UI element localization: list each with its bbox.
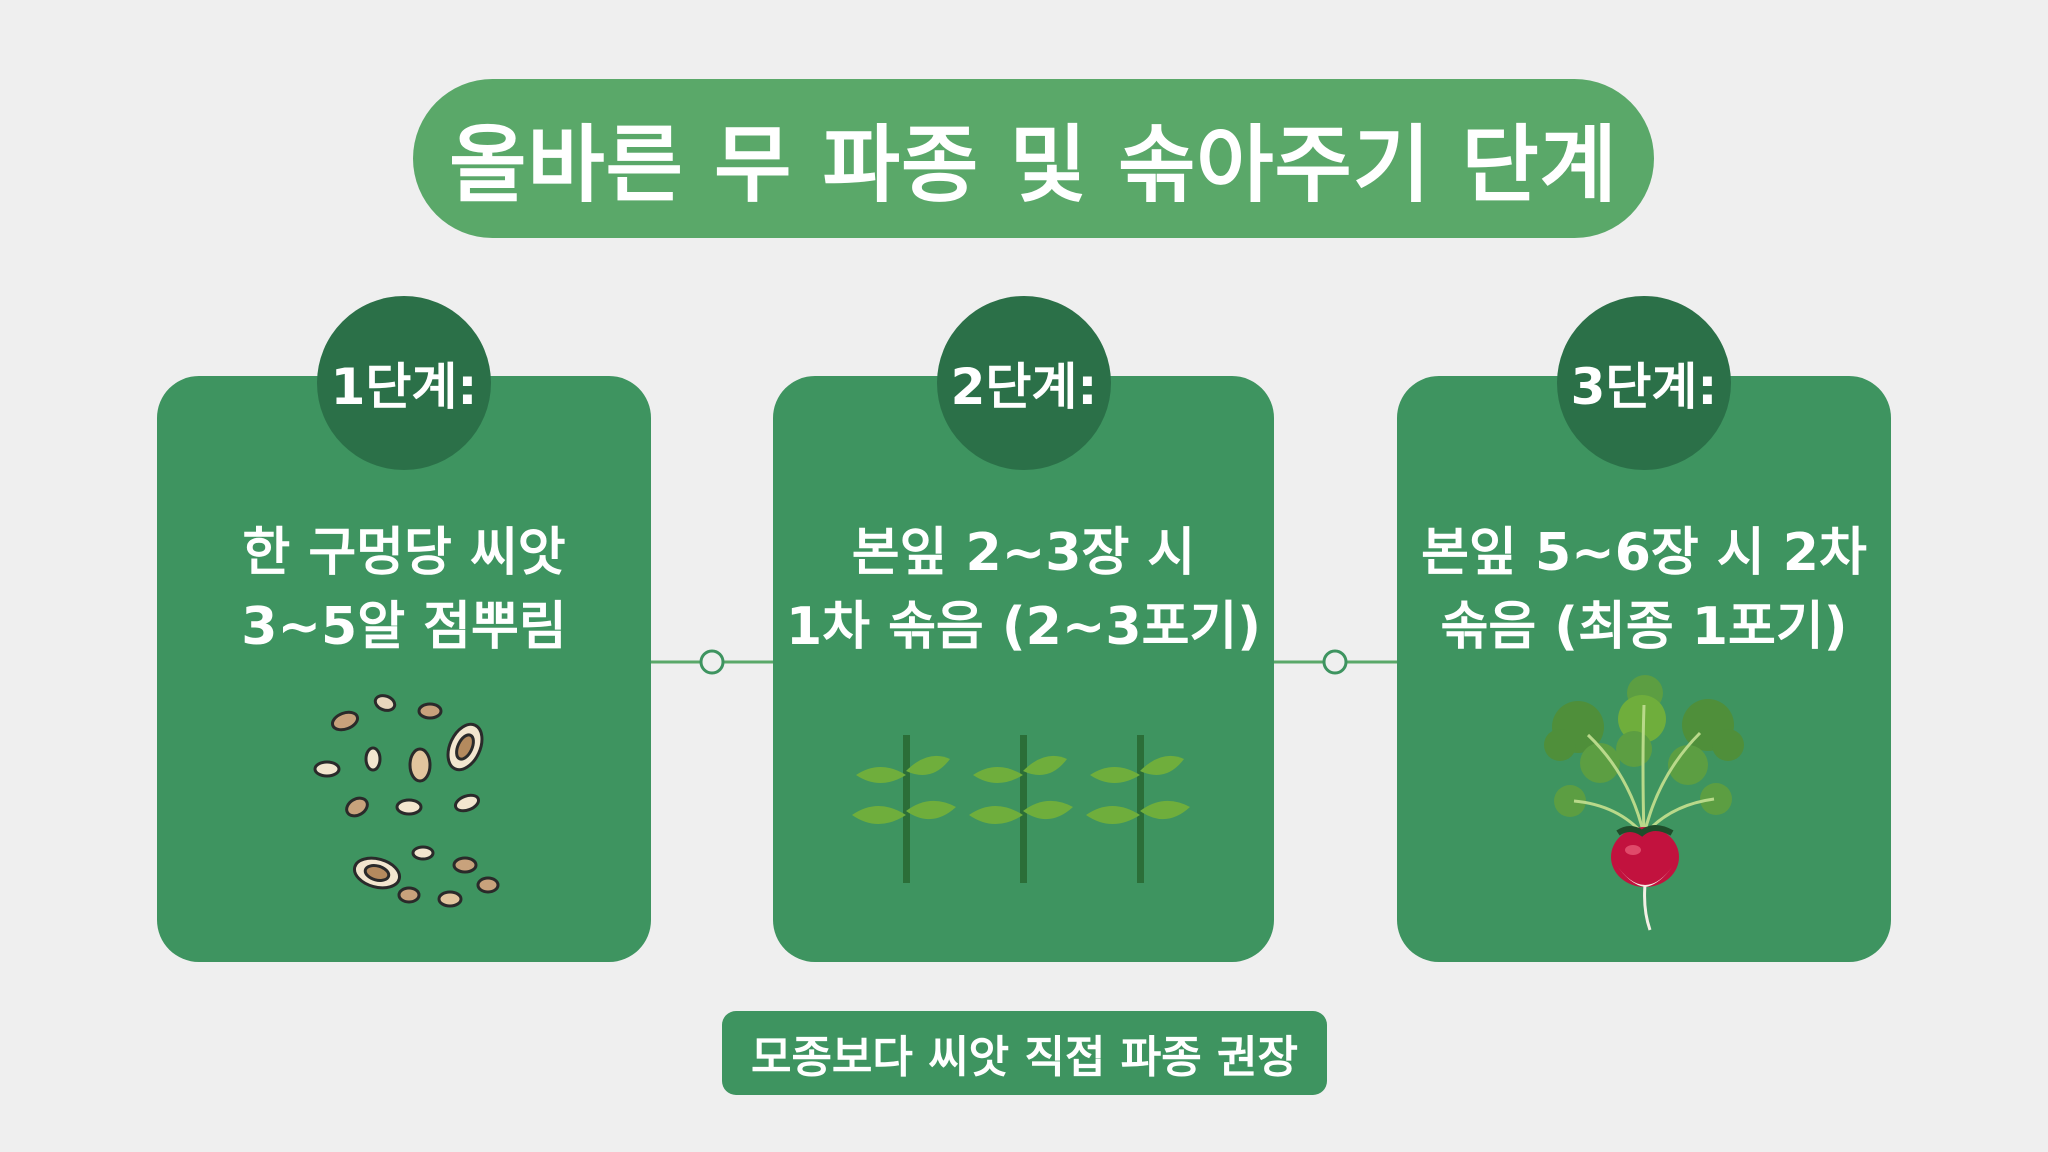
connector-2-3 <box>1274 649 1397 675</box>
step-3-badge-label: 3단계: <box>1570 358 1718 416</box>
seedlings-icon <box>852 735 1190 883</box>
step-1-description: 한 구멍당 씨앗 3~5알 점뿌림 <box>157 516 651 664</box>
step-2-line-1: 본잎 2~3장 시 <box>851 523 1196 583</box>
seeds-icon <box>313 694 500 908</box>
step-2-badge: 2단계: <box>937 296 1111 470</box>
step-1-badge-label: 1단계: <box>330 358 478 416</box>
title-banner: 올바른 무 파종 및 솎아주기 단계 <box>413 79 1654 238</box>
step-3-line-2: 솎음 (최종 1포기) <box>1440 597 1848 657</box>
step-3-card: 본잎 5~6장 시 2차 솎음 (최종 1포기) <box>1397 376 1891 962</box>
page-title: 올바른 무 파종 및 솎아주기 단계 <box>449 116 1618 214</box>
step-3-description: 본잎 5~6장 시 2차 솎음 (최종 1포기) <box>1397 516 1891 664</box>
footer-note-text: 모종보다 씨앗 직접 파종 권장 <box>750 1032 1299 1083</box>
step-3-badge: 3단계: <box>1557 296 1731 470</box>
radish-icon <box>1544 675 1744 931</box>
connector-1-2 <box>651 649 773 675</box>
step-1-badge: 1단계: <box>317 296 491 470</box>
step-1-card: 한 구멍당 씨앗 3~5알 점뿌림 <box>157 376 651 962</box>
step-2-card: 본잎 2~3장 시 1차 솎음 (2~3포기) <box>773 376 1274 962</box>
step-3-line-1: 본잎 5~6장 시 2차 <box>1421 523 1867 583</box>
step-1-line-2: 3~5알 점뿌림 <box>241 597 567 657</box>
step-2-badge-label: 2단계: <box>950 358 1098 416</box>
step-2-description: 본잎 2~3장 시 1차 솎음 (2~3포기) <box>773 516 1274 664</box>
step-2-line-2: 1차 솎음 (2~3포기) <box>785 597 1262 657</box>
step-1-line-1: 한 구멍당 씨앗 <box>242 523 566 583</box>
footer-note: 모종보다 씨앗 직접 파종 권장 <box>722 1011 1327 1095</box>
